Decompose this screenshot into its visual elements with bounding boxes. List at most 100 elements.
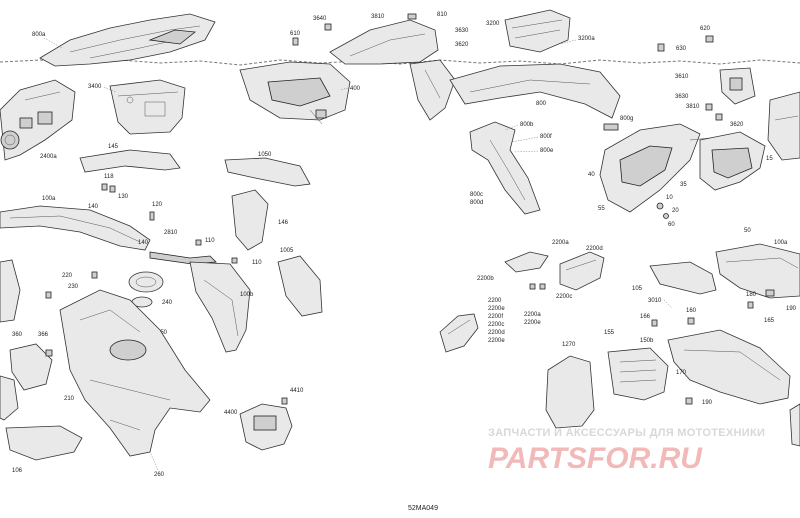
callout-400: 400 (350, 86, 361, 92)
callout-155: 155 (604, 330, 615, 336)
screw-220 (91, 271, 98, 279)
callout-3400: 3400 (88, 84, 102, 90)
callout-3810-right: 3810 (686, 104, 700, 110)
part-left-lower-fragment (0, 375, 19, 421)
callout-610: 610 (290, 31, 301, 37)
callout-100b: 100b (240, 292, 254, 298)
callout-2200c: 2200c (556, 294, 572, 300)
callout-1270: 1270 (562, 342, 576, 348)
bracket-180 (765, 289, 775, 297)
callout-150b: 150b (640, 338, 654, 344)
callout-3620-right: 3620 (730, 122, 744, 128)
part-105-trim (649, 261, 717, 295)
callout-2200e2: 2200e (488, 338, 505, 344)
screw-610 (292, 37, 299, 46)
callout-800c: 800c (470, 192, 483, 198)
callout-2200d: 2200d (586, 246, 603, 252)
part-100a-right-fairing (715, 243, 800, 299)
callout-810: 810 (437, 12, 448, 18)
part-1270-panel (545, 355, 595, 429)
part-800c-bracket (469, 121, 541, 215)
callout-3010: 3010 (648, 298, 662, 304)
part-2400a-bracket (0, 79, 76, 161)
part-150b-lower-panel (667, 329, 791, 405)
callout-3640: 3640 (313, 16, 327, 22)
part-800-side-panel (449, 63, 621, 119)
screw-120 (149, 211, 155, 221)
part-right-edge-fragment (789, 403, 800, 447)
callout-3610: 3610 (675, 74, 689, 80)
callout-170: 170 (676, 370, 687, 376)
callout-3620: 3620 (455, 42, 469, 48)
callout-230: 230 (68, 284, 79, 290)
screw-2200b (529, 283, 536, 290)
screw-366 (45, 349, 53, 357)
part-3610-bracket (719, 67, 756, 105)
callout-2200c2: 2200c (488, 322, 504, 328)
clip-800g (603, 123, 619, 131)
callout-140b: 140 (138, 240, 149, 246)
part-2400a-right-bracket (767, 91, 800, 161)
callout-106: 106 (12, 468, 23, 474)
callout-800d: 800d (470, 200, 483, 206)
callout-800: 800 (536, 101, 547, 107)
part-3200-bin (504, 9, 571, 53)
part-left-edge-panel (0, 259, 21, 323)
part-360-side-cover (9, 343, 53, 391)
clip-110b (231, 257, 238, 264)
callout-166: 166 (640, 314, 651, 320)
callout-146: 146 (278, 220, 289, 226)
callout-40: 40 (588, 172, 595, 178)
screw-130 (109, 185, 116, 193)
callout-800e: 800e (540, 148, 554, 154)
screw-620 (705, 35, 714, 43)
part-100b-side-panel (189, 261, 251, 353)
callout-800g: 800g (620, 116, 633, 122)
part-2810-cable (149, 251, 217, 265)
part-2200d-mirror (559, 251, 605, 291)
callout-4400: 4400 (224, 410, 238, 416)
callout-190: 190 (702, 400, 713, 406)
callout-15: 15 (766, 156, 773, 162)
callout-210: 210 (64, 396, 75, 402)
callout-800f: 800f (540, 134, 552, 140)
part-800a-fairing (39, 13, 216, 67)
nut-20 (656, 202, 664, 210)
callout-2810: 2810 (164, 230, 178, 236)
callout-3200a: 3200a (578, 36, 595, 42)
callout-2200: 2200 (488, 298, 502, 304)
screw-165 (747, 301, 754, 309)
callout-3630: 3630 (455, 28, 469, 34)
callout-110b: 110 (252, 260, 262, 266)
screw-2200c (539, 283, 546, 290)
callout-800b: 800b (520, 122, 534, 128)
callout-2200a: 2200a (552, 240, 569, 246)
callout-130: 130 (118, 194, 129, 200)
callout-3810: 3810 (371, 14, 385, 20)
part-146-panel (231, 189, 269, 251)
callout-140: 140 (88, 204, 99, 210)
callout-2400a: 2400a (40, 154, 57, 160)
callout-260: 260 (154, 472, 165, 478)
callout-160: 160 (686, 308, 697, 314)
callout-180: 180 (746, 292, 757, 298)
callout-2200f: 2200f (488, 314, 503, 320)
part-400-dash-panel (239, 61, 351, 125)
screw-230 (45, 291, 52, 299)
callout-190-right: 190 (786, 306, 797, 312)
diagram-code: 52MA049 (408, 505, 438, 512)
callout-100a-right: 100a (774, 240, 788, 246)
part-260-tank-cover (59, 289, 211, 457)
watermark: ЗАПЧАСТИ И АКСЕССУАРЫ ДЛЯ МОТОТЕХНИКИ PA… (488, 427, 765, 475)
callout-220: 220 (62, 273, 73, 279)
callout-2200e: 2200e (488, 306, 505, 312)
callout-165: 165 (764, 318, 775, 324)
part-1005-trim (277, 255, 323, 317)
part-2200-mirror-outline (439, 313, 479, 353)
callout-3630-right: 3630 (675, 94, 689, 100)
callout-366: 366 (38, 332, 49, 338)
clip-3810 (715, 113, 723, 121)
callout-110: 110 (205, 238, 215, 244)
washer-60 (663, 213, 669, 219)
callout-4410: 4410 (290, 388, 304, 394)
